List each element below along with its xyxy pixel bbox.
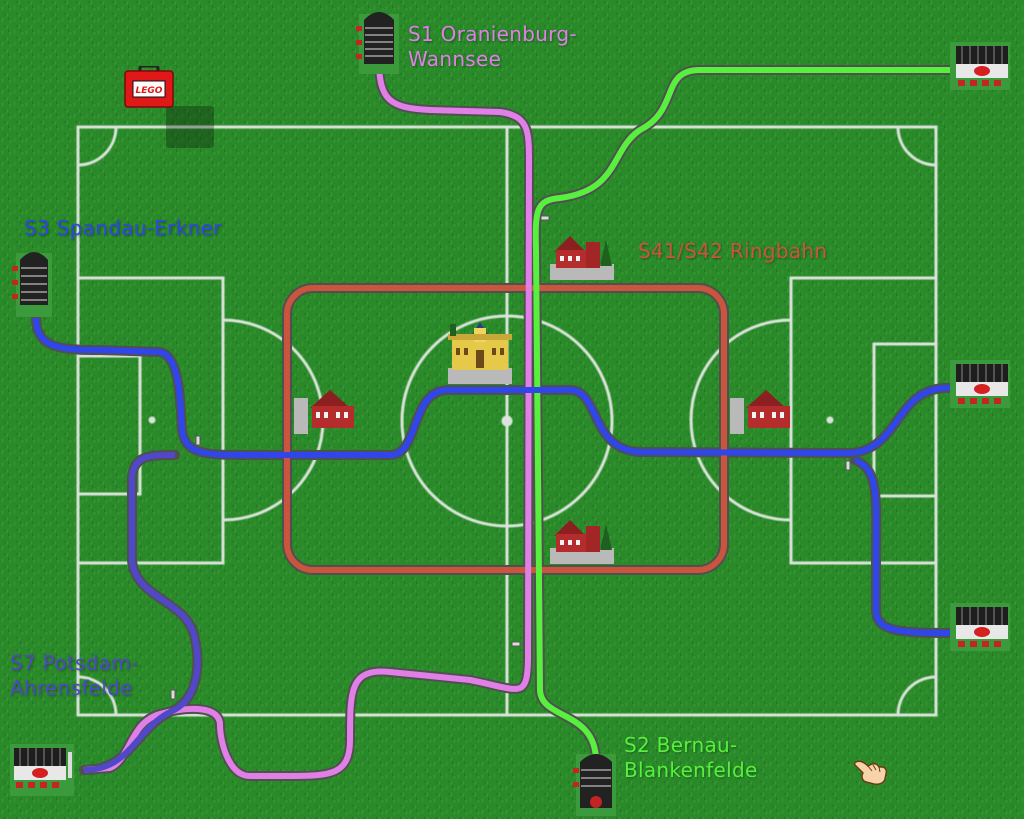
station-house-icon[interactable]	[730, 390, 790, 434]
s3-line-track	[33, 317, 955, 458]
train-depot-icon[interactable]	[950, 42, 1010, 90]
lego-logo-text: LEGO	[136, 86, 163, 96]
tunnel-portal-icon[interactable]	[12, 252, 52, 317]
central-station-icon[interactable]	[448, 322, 512, 384]
station-house-icon[interactable]	[294, 390, 354, 434]
s3-line-label: S3 Spandau-Erkner	[24, 216, 222, 240]
train-depot-icon[interactable]	[10, 744, 74, 796]
ring-line-label: S41/S42 Ringbahn	[638, 239, 828, 263]
train-depot-icon[interactable]	[950, 360, 1010, 408]
lego-case-shadow	[166, 106, 214, 148]
track-signals	[170, 215, 851, 700]
lego-suitcase-icon[interactable]: LEGO	[124, 66, 174, 108]
tunnel-portal-icon[interactable]	[573, 754, 616, 816]
station-house-icon[interactable]	[550, 520, 614, 564]
s2-line-track	[532, 67, 955, 761]
station-house-icon[interactable]	[550, 236, 614, 280]
s3-branch-track	[853, 457, 956, 636]
ring-line-track	[284, 285, 727, 573]
tunnel-portal-icon[interactable]	[356, 12, 399, 74]
s7-line-label: S7 Potsdam- Ahrensfelde	[10, 651, 139, 700]
s1-line-track	[83, 63, 532, 779]
s1-line-label: S1 Oranienburg- Wannsee	[408, 22, 577, 71]
s7-line-track	[83, 452, 201, 773]
train-depot-icon[interactable]	[950, 603, 1010, 651]
hand-cursor-icon[interactable]	[852, 754, 890, 786]
s2-line-label: S2 Bernau- Blankenfelde	[624, 733, 758, 782]
